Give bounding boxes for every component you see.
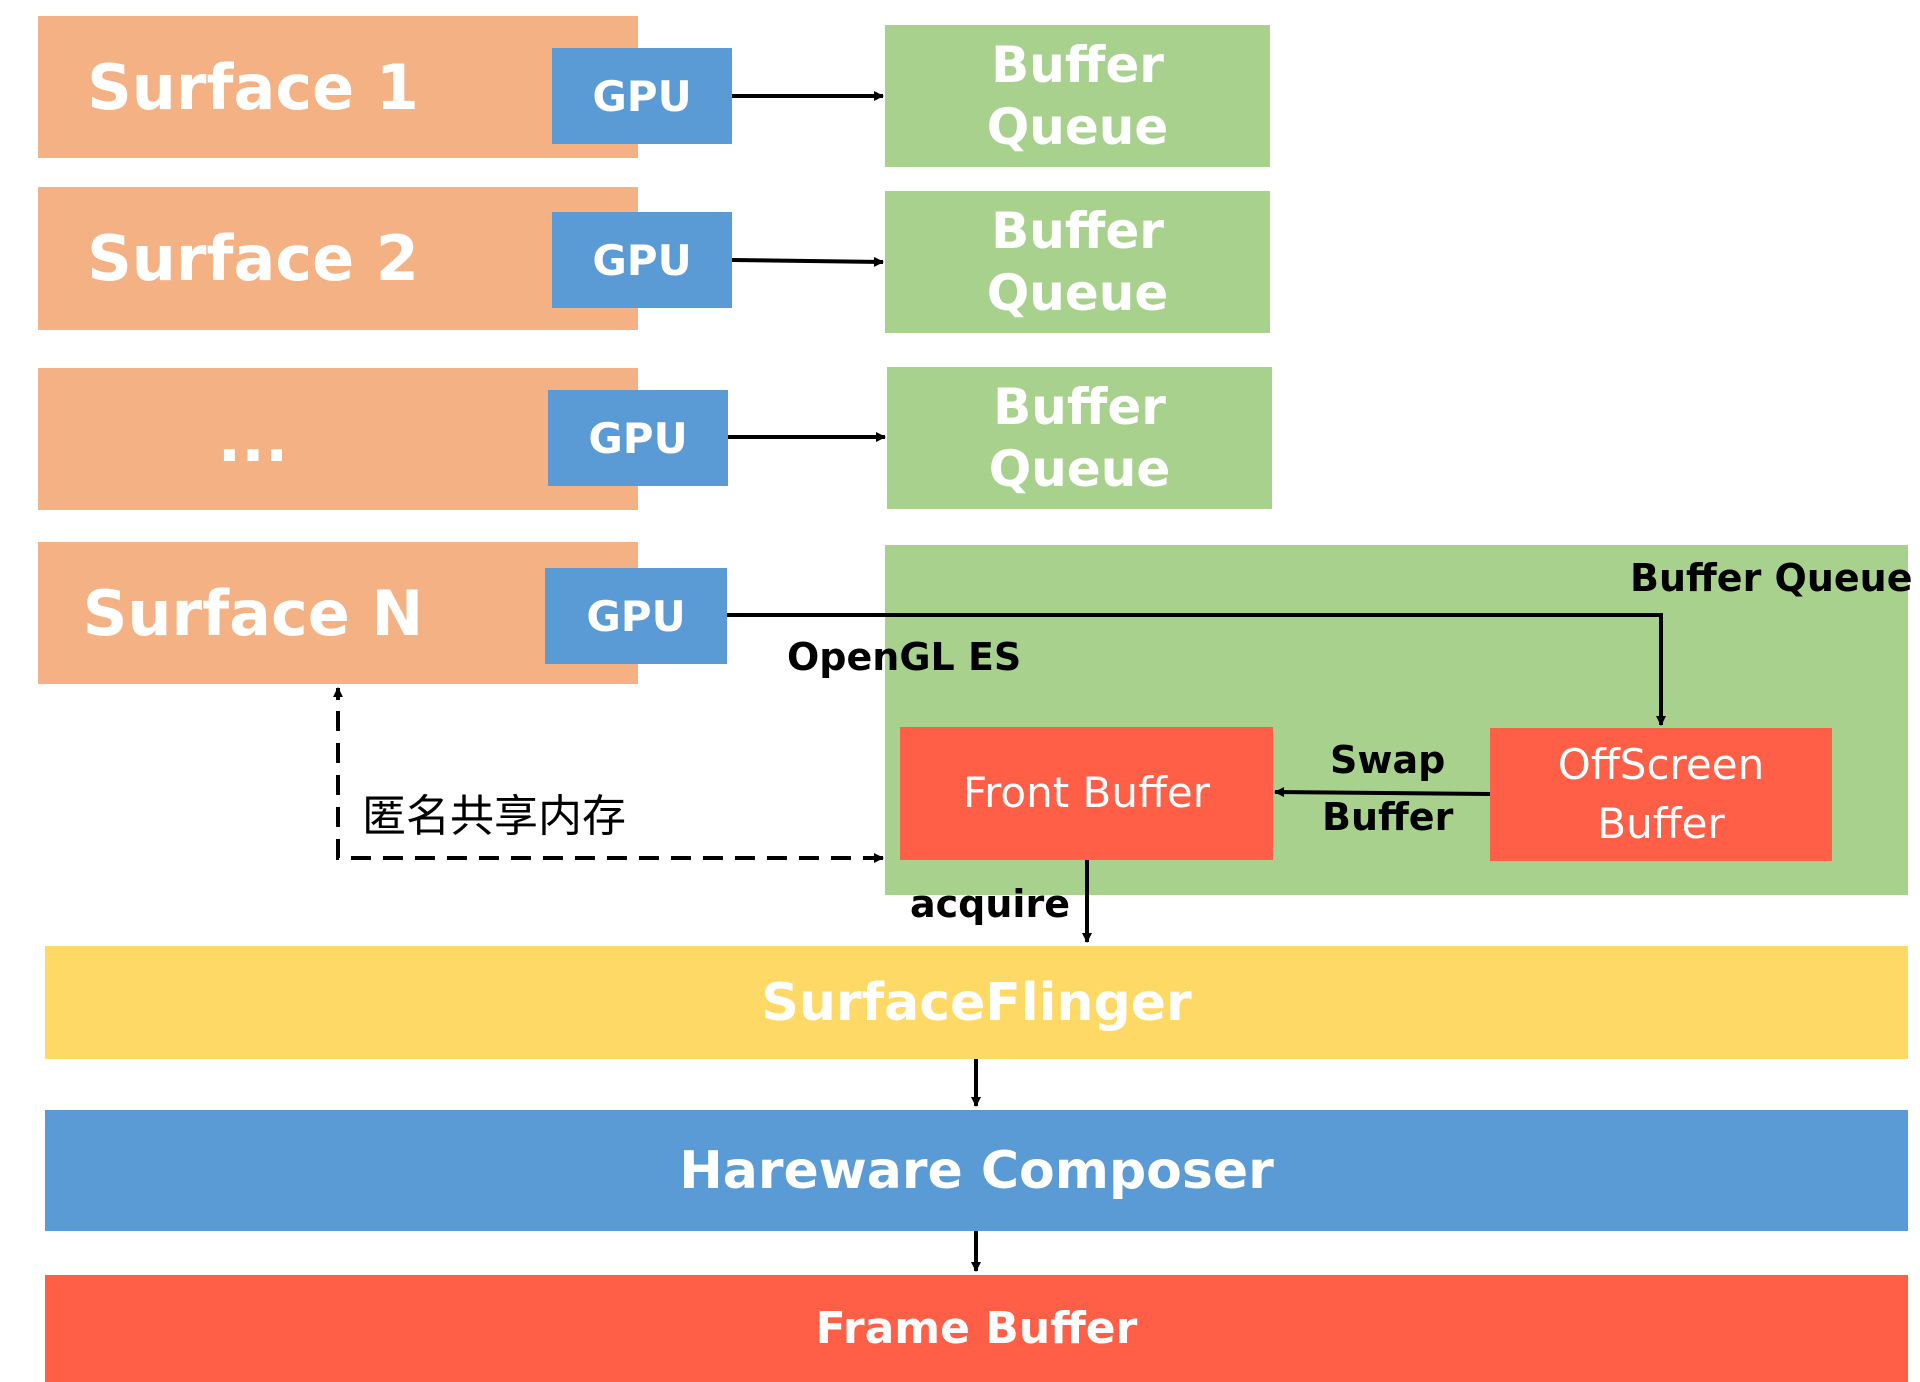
- buffer-queue-2-line2: Queue: [986, 264, 1169, 322]
- frame-buffer-label: Frame Buffer: [815, 1303, 1138, 1354]
- shared-memory-label: 匿名共享内存: [362, 791, 626, 842]
- buffer-queue-3-line2: Queue: [988, 440, 1171, 498]
- buffer-queue-3: Buffer Queue: [887, 367, 1272, 509]
- surface-1-label: Surface 1: [87, 50, 419, 124]
- surface-1: Surface 1: [38, 16, 638, 158]
- offscreen-buffer-line2: Buffer: [1597, 798, 1725, 848]
- offscreen-buffer: OffScreen Buffer: [1490, 728, 1832, 861]
- gpu-2-label: GPU: [592, 235, 692, 285]
- arrow-gpun-offscreen: [727, 613, 1666, 726]
- hardware-composer-bar: Hareware Composer: [45, 1110, 1908, 1231]
- surface-n-label: Surface N: [82, 576, 424, 650]
- buffer-queue-1: Buffer Queue: [885, 25, 1270, 167]
- front-buffer-label: Front Buffer: [962, 768, 1211, 818]
- opengl-label: OpenGL ES: [787, 635, 1022, 679]
- swap-label-line2: Buffer: [1322, 795, 1454, 839]
- buffer-queue-2: Buffer Queue: [885, 191, 1270, 333]
- gpu-3-label: GPU: [588, 413, 688, 463]
- surface-2-label: Surface 2: [87, 222, 419, 295]
- shared-memory-dashed: [336, 688, 883, 860]
- gpu-n: GPU: [545, 568, 727, 664]
- surfaceflinger-bar: SurfaceFlinger: [45, 946, 1908, 1059]
- gpu-1: GPU: [552, 48, 732, 144]
- arrow-swap: [1274, 787, 1491, 798]
- offscreen-buffer-line1: OffScreen: [1557, 739, 1765, 789]
- gpu-1-label: GPU: [592, 71, 692, 121]
- surface-ellipsis: ...: [38, 368, 638, 510]
- arrow-gpu2-queue2: [731, 256, 884, 267]
- buffer-queue-1-line2: Queue: [986, 98, 1169, 156]
- buffer-queue-2-line1: Buffer: [991, 201, 1164, 260]
- buffer-queue-3-line1: Buffer: [993, 377, 1166, 436]
- gpu-3: GPU: [548, 390, 728, 486]
- front-buffer: Front Buffer: [900, 727, 1273, 860]
- frame-buffer-bar: Frame Buffer: [45, 1275, 1908, 1382]
- buffer-queue-n-title: Buffer Queue: [1630, 556, 1913, 600]
- surface-n: Surface N: [38, 542, 638, 684]
- surfaceflinger-label: SurfaceFlinger: [761, 972, 1192, 1033]
- surface-2: Surface 2: [38, 187, 638, 330]
- hardware-composer-label: Hareware Composer: [679, 1140, 1274, 1201]
- gpu-n-label: GPU: [586, 591, 686, 641]
- swap-label-line1: Swap: [1330, 738, 1446, 782]
- acquire-label: acquire: [910, 882, 1070, 926]
- buffer-queue-1-line1: Buffer: [991, 35, 1164, 94]
- gpu-2: GPU: [552, 212, 732, 308]
- surface-ellipsis-label: ...: [217, 402, 289, 476]
